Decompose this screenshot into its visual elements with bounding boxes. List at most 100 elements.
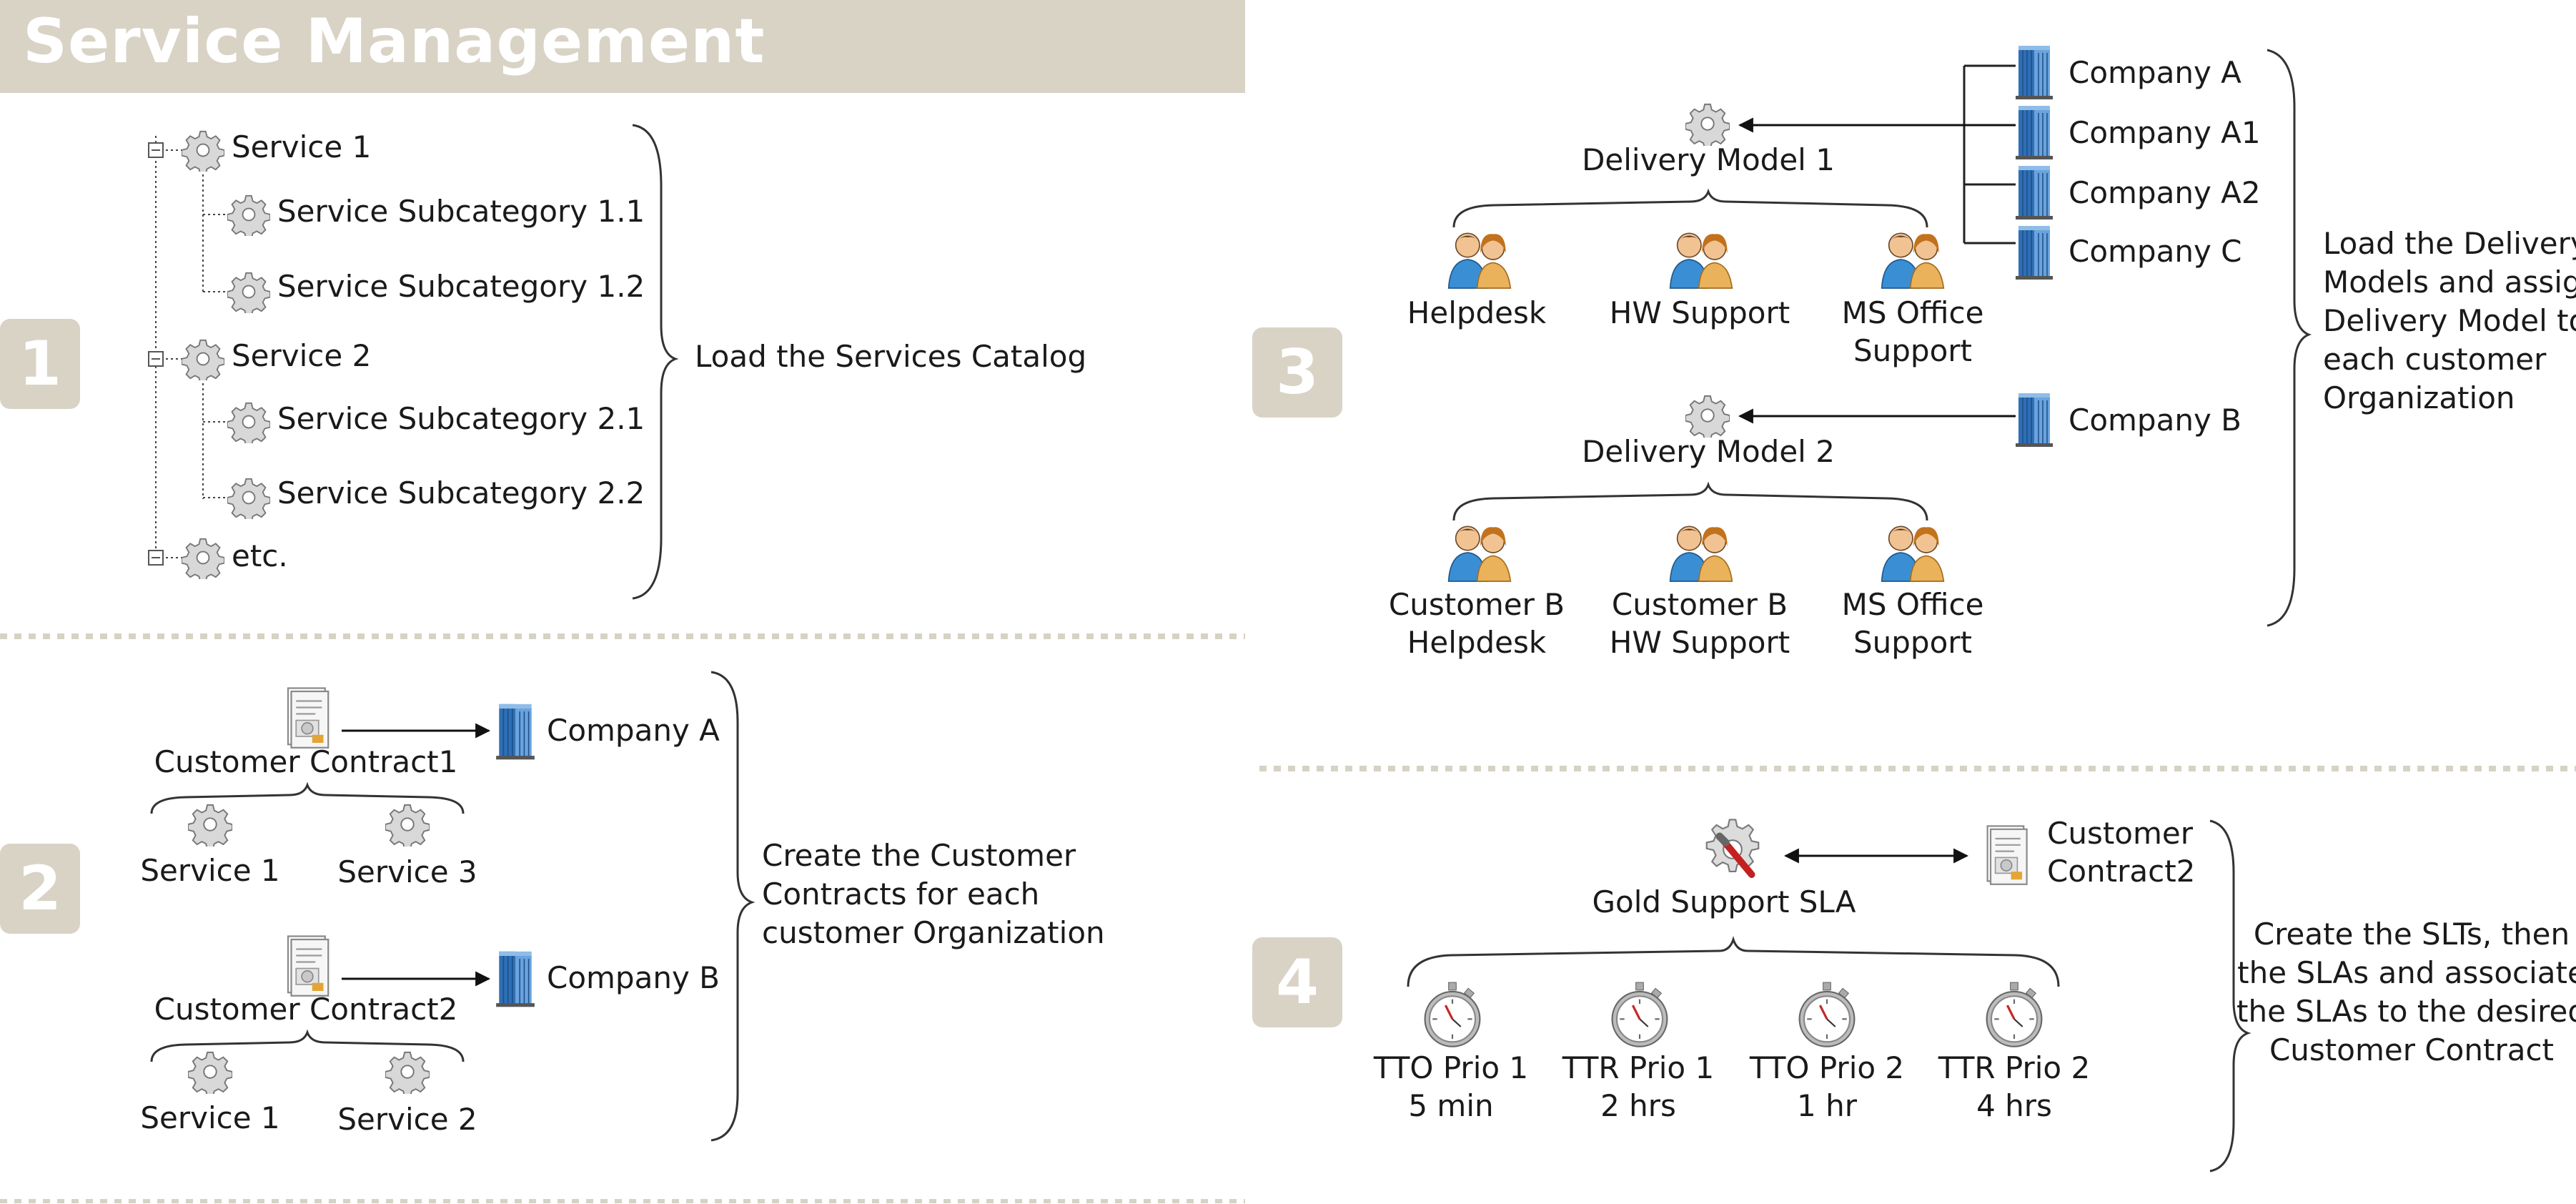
step4-description-line: the SLAs and associate: [2237, 955, 2576, 990]
contract2-service-b: Service 2: [337, 1102, 477, 1137]
slt-label-line: 4 hrs: [1976, 1087, 2052, 1123]
tree-node-subcategory-2-2[interactable]: Service Subcategory 2.2: [277, 475, 645, 510]
sla-gear-icon: [1698, 815, 1767, 884]
step-badge-4: 4: [1252, 937, 1342, 1027]
tree-collapse-icon[interactable]: [148, 142, 164, 566]
slt-tto-prio-1: TTO Prio 1 5 min: [1374, 1050, 1528, 1125]
sla-brace: [2209, 819, 2251, 1173]
contract-icon: [282, 933, 332, 997]
services-tree-lines: [155, 136, 229, 559]
building-icon: [2013, 222, 2056, 282]
slt-ttr-prio-2: TTR Prio 2 4 hrs: [1938, 1050, 2090, 1125]
team-icon: [1444, 227, 1515, 292]
step2-description-line: customer Organization: [762, 915, 1105, 950]
gear-icon: [227, 476, 270, 519]
contract1-company: Company A: [547, 713, 720, 748]
contract1-label: Customer Contract1: [154, 744, 458, 779]
slt-ttr-prio-1: TTR Prio 1 2 hrs: [1562, 1050, 1714, 1125]
team-icon: [1877, 227, 1948, 292]
team-label-line: MS Office: [1841, 295, 1984, 330]
stopwatch-icon: [1793, 981, 1861, 1050]
gear-icon: [385, 802, 430, 847]
slt-label-line: 2 hrs: [1600, 1087, 1676, 1123]
building-icon: [2013, 41, 2056, 102]
model2-team-helpdesk: Customer B Helpdesk: [1389, 586, 1565, 661]
model2-team-ms-office: MS Office Support: [1842, 586, 1984, 661]
contract-icon: [1983, 822, 2030, 887]
contract-label-line: Contract2: [2047, 853, 2196, 889]
model2-teams-brace: [1452, 481, 1928, 521]
gear-icon: [182, 536, 224, 579]
step3-description-line: Models and assign: [2323, 265, 2576, 300]
contract1-service-b: Service 3: [337, 854, 477, 889]
tree-node-subcategory-2-1[interactable]: Service Subcategory 2.1: [277, 401, 645, 436]
title-banner: [0, 0, 1245, 93]
step3-description-line: Delivery Model to: [2323, 303, 2576, 338]
slts-brace: [1407, 935, 2060, 987]
step3-description-line: Organization: [2323, 380, 2515, 415]
contract2-services-brace: [150, 1029, 465, 1062]
slt-label-line: TTO Prio 1: [1373, 1050, 1529, 1085]
step4-description-line: Customer Contract: [2269, 1032, 2555, 1067]
stopwatch-icon: [1980, 981, 2049, 1050]
step4-description-line: the SLAs to the desired: [2236, 994, 2576, 1029]
gear-icon: [227, 400, 270, 443]
company-c: Company C: [2069, 234, 2242, 269]
team-label-line: Helpdesk: [1407, 624, 1547, 660]
companies-group-lines: [1963, 64, 2016, 245]
contract1-services-brace: [150, 781, 465, 814]
company-a1: Company A1: [2069, 115, 2261, 150]
gear-icon: [227, 193, 270, 236]
gold-support-sla-label: Gold Support SLA: [1592, 884, 1856, 919]
step-badge-1: 1: [0, 319, 80, 409]
contract-label-line: Customer: [2047, 816, 2194, 851]
step2-description-line: Contracts for each: [762, 877, 1040, 912]
sla-customer-contract: Customer Contract2: [2047, 815, 2195, 890]
contract2-label: Customer Contract2: [154, 992, 458, 1027]
step3-description: Load the Delivery Models and assign Deli…: [2323, 224, 2576, 418]
step-badge-2: 2: [0, 844, 80, 934]
catalog-brace: [632, 124, 679, 600]
building-icon: [2013, 389, 2056, 449]
slt-tto-prio-2: TTO Prio 2 1 hr: [1750, 1050, 1904, 1125]
tree-node-service-1[interactable]: Service 1: [232, 129, 372, 164]
team-label-line: Customer B: [1388, 587, 1565, 622]
step3-description-line: Load the Delivery: [2323, 226, 2576, 261]
step2-description: Create the Customer Contracts for each c…: [762, 837, 1105, 952]
step2-description-line: Create the Customer: [762, 838, 1076, 873]
delivery-brace: [2267, 49, 2312, 627]
model1-team-ms-office: MS Office Support: [1842, 295, 1984, 370]
company-a: Company A: [2069, 55, 2241, 90]
tree-node-subcategory-1-1[interactable]: Service Subcategory 1.1: [277, 194, 645, 229]
team-label-line: Support: [1853, 332, 1973, 368]
step3-description-line: each customer: [2323, 342, 2547, 377]
contract-icon: [282, 685, 332, 749]
tree-node-etc[interactable]: etc.: [232, 538, 288, 573]
team-icon: [1444, 520, 1515, 585]
contract2-service-a: Service 1: [140, 1100, 280, 1135]
contracts-brace: [710, 671, 756, 1142]
step4-description: Create the SLTs, then the SLAs and assoc…: [2236, 915, 2576, 1070]
stopwatch-icon: [1418, 981, 1487, 1050]
team-icon: [1665, 227, 1737, 292]
team-label-line: HW Support: [1609, 624, 1790, 660]
building-icon: [493, 701, 538, 761]
tree-node-service-2[interactable]: Service 2: [232, 338, 372, 373]
building-icon: [493, 948, 538, 1008]
team-icon: [1877, 520, 1948, 585]
building-icon: [2013, 102, 2056, 162]
slt-label-line: 1 hr: [1797, 1087, 1857, 1123]
slt-label-line: 5 min: [1408, 1087, 1494, 1123]
gear-icon: [1685, 393, 1730, 438]
gear-icon: [188, 802, 232, 847]
gear-icon: [188, 1050, 232, 1094]
model1-team-helpdesk: Helpdesk: [1407, 295, 1547, 330]
slt-label-line: TTR Prio 1: [1562, 1050, 1715, 1085]
tree-node-subcategory-1-2[interactable]: Service Subcategory 1.2: [277, 269, 645, 304]
contract2-company: Company B: [547, 960, 720, 995]
team-icon: [1665, 520, 1737, 585]
team-label-line: Support: [1853, 624, 1973, 660]
gear-icon: [385, 1050, 430, 1094]
gear-icon: [1685, 102, 1730, 146]
